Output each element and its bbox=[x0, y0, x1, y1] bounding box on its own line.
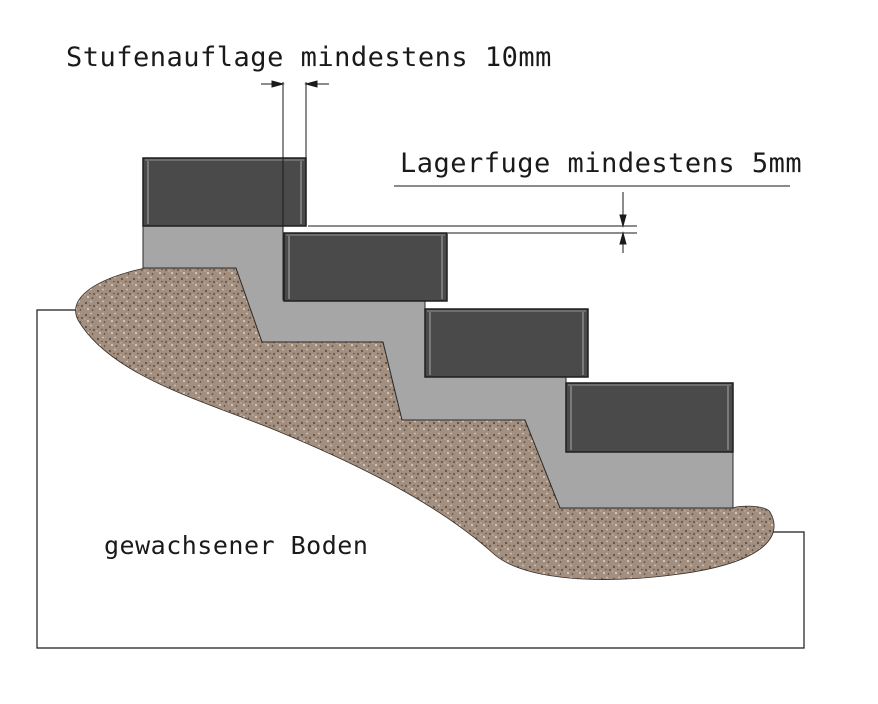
step-block-1 bbox=[142, 157, 307, 227]
bed-joint-label: Lagerfuge mindestens 5mm bbox=[400, 148, 803, 179]
step-block-4 bbox=[565, 382, 734, 453]
step-support-label: Stufenauflage mindestens 10mm bbox=[66, 42, 552, 73]
step-block-3 bbox=[424, 308, 589, 378]
bed-joint-dimension bbox=[308, 185, 790, 253]
ground-outline bbox=[36, 309, 805, 649]
gravel-bed bbox=[75, 267, 775, 580]
natural-ground-label: gewachsener Boden bbox=[104, 531, 369, 560]
step-block-2 bbox=[283, 232, 448, 302]
step-support-dimension bbox=[261, 80, 329, 232]
